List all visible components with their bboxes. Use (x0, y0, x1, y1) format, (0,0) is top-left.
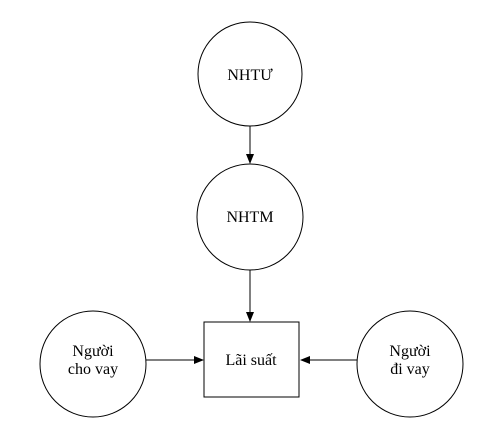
node-nguoi-cho-vay-line2: cho vay (68, 361, 118, 378)
node-nguoi-di-vay: Người đi vay (356, 310, 464, 418)
node-nguoi-cho-vay-line1: Người (72, 343, 114, 360)
node-nguoi-cho-vay: Người cho vay (39, 310, 147, 418)
node-nhtm: NHTM (196, 163, 304, 271)
node-nhtu-circle (197, 21, 303, 127)
node-lai-suat-label: Lãi suất (225, 352, 277, 369)
node-nguoi-di-vay-line1: Người (389, 343, 431, 360)
node-nhtm-circle (196, 163, 304, 271)
node-lai-suat: Lãi suất (203, 321, 300, 398)
node-nguoi-di-vay-circle (356, 310, 464, 418)
node-nhtu: NHTƯ (197, 21, 303, 127)
node-nguoi-cho-vay-circle (39, 310, 147, 418)
node-lai-suat-box (203, 321, 300, 398)
node-nhtm-label: NHTM (226, 209, 273, 226)
node-nhtu-label: NHTƯ (227, 67, 273, 84)
node-nguoi-di-vay-line2: đi vay (390, 361, 430, 378)
